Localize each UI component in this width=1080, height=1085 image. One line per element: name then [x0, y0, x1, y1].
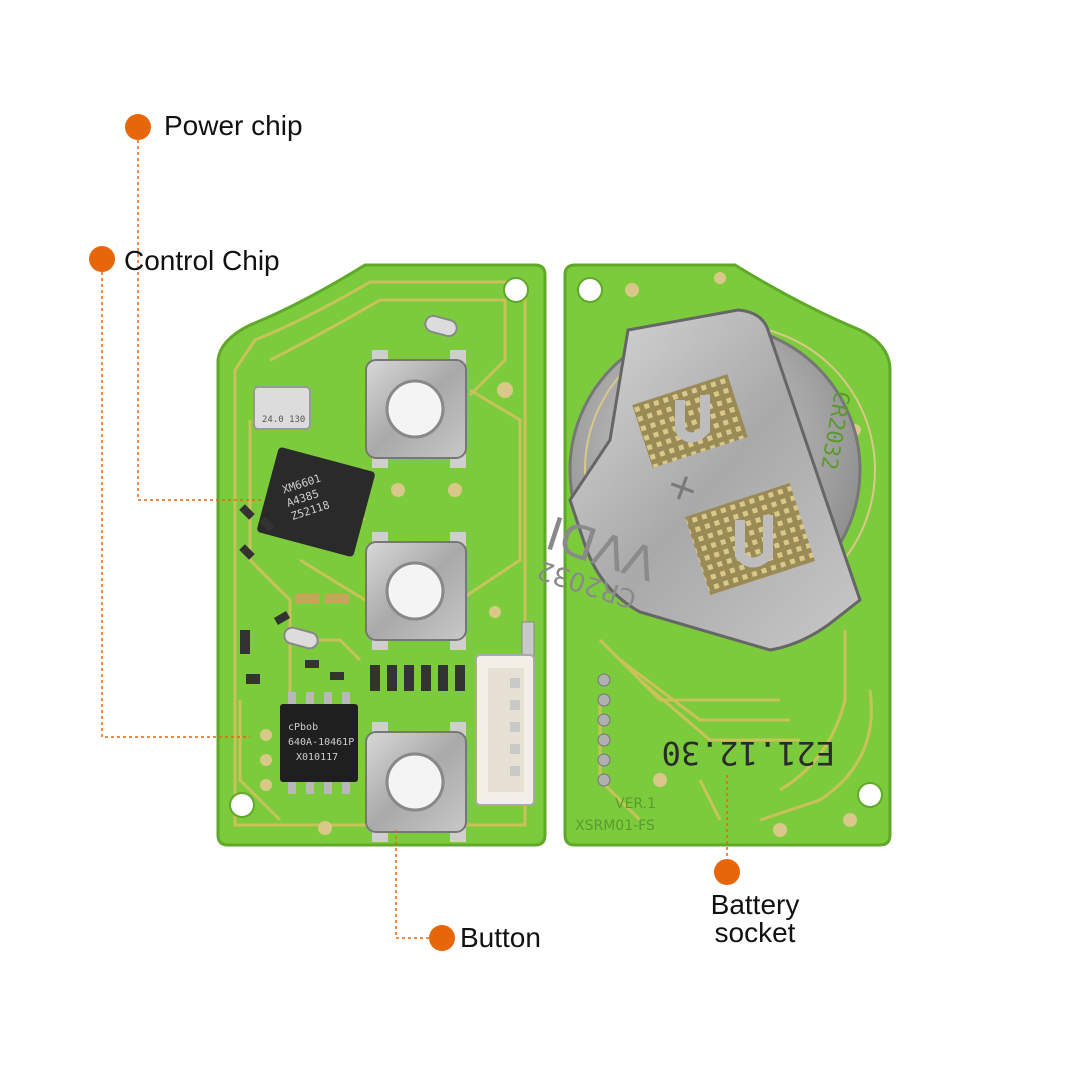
- power-chip-marking-1: cPbob: [288, 722, 318, 733]
- pin-connector: [475, 654, 535, 806]
- power-chip: cPbob 640A-10461P X010117: [280, 692, 358, 794]
- control-chip-marker-dot: [89, 246, 115, 272]
- tact-button-top: [365, 350, 467, 468]
- power-chip-marking-3: X010117: [296, 752, 338, 763]
- date-code-marking: E21.12.30: [662, 734, 835, 772]
- battery-socket-callout-label: Battery socket: [710, 889, 800, 948]
- button-marker-dot: [429, 925, 455, 951]
- battery-holder: + VVDI CR2032: [534, 308, 862, 652]
- crystal-oscillator: 24.0 130: [253, 386, 311, 430]
- power-chip-marking-2: 640A-10461P: [288, 737, 354, 748]
- battery-socket-marker-dot: [714, 859, 740, 885]
- callout-markers: [89, 114, 740, 951]
- crystal-marking: 24.0 130: [262, 415, 305, 425]
- tact-button-middle: [365, 532, 467, 650]
- button-callout-label: Button: [460, 922, 541, 953]
- power-chip-callout-label: Power chip: [164, 110, 303, 141]
- part-id-marking: XSRM01-FS: [575, 818, 655, 834]
- callout-leader-lines: [101, 140, 728, 939]
- version-marking: VER.1: [615, 796, 656, 812]
- left-pcb-board: 24.0 130 XM6601 A4385 Z52118: [216, 263, 547, 847]
- control-chip-callout-label: Control Chip: [124, 245, 280, 276]
- control-chip: XM6601 A4385 Z52118: [257, 447, 375, 557]
- power-chip-marker-dot: [125, 114, 151, 140]
- tact-button-bottom: [365, 722, 467, 842]
- right-pcb-board: + VVDI CR2032 CR2032 E21.12.30 VER.1 XSR…: [534, 263, 892, 847]
